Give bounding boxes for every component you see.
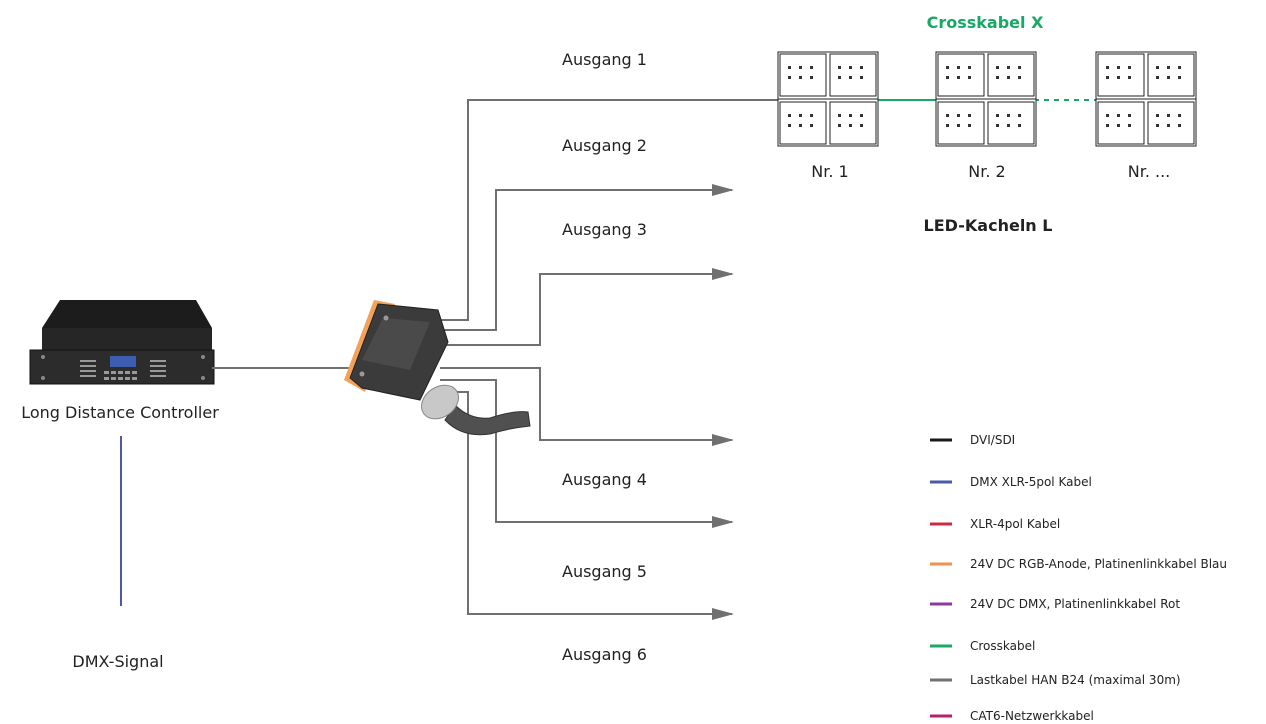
tiles-group-label: LED-Kacheln L: [924, 216, 1053, 235]
led-panel: [987, 101, 1035, 145]
led-tiles-group: [777, 51, 1197, 147]
legend: DVI/SDI DMX XLR-5pol Kabel XLR-4pol Kabe…: [930, 433, 1227, 723]
output-label: Ausgang 3: [562, 220, 647, 239]
output-4-cable: [440, 367, 734, 446]
led-panel: [829, 53, 877, 97]
led-panel: [1097, 101, 1145, 145]
led-tile: [777, 51, 879, 147]
output-label: Ausgang 6: [562, 645, 647, 664]
led-panel: [1097, 53, 1145, 97]
controller-label: Long Distance Controller: [21, 403, 219, 422]
legend-label: XLR-4pol Kabel: [970, 517, 1060, 531]
led-panel: [1147, 101, 1195, 145]
legend-label: Lastkabel HAN B24 (maximal 30m): [970, 673, 1181, 687]
tile-label: Nr. 1: [811, 162, 848, 181]
display-icon: [110, 356, 136, 367]
output-label: Ausgang 4: [562, 470, 647, 489]
crosskabel-label: Crosskabel X: [927, 13, 1044, 32]
legend-label: CAT6-Netzwerkkabel: [970, 709, 1094, 723]
tile-label: Nr. 2: [968, 162, 1005, 181]
legend-label: DMX XLR-5pol Kabel: [970, 475, 1092, 489]
output-3-cable: [440, 268, 734, 346]
led-panel: [987, 53, 1035, 97]
long-distance-controller: [29, 300, 215, 385]
led-panel: [937, 53, 985, 97]
output-label: Ausgang 5: [562, 562, 647, 581]
led-panel: [937, 101, 985, 145]
output-2-cable: [440, 184, 734, 331]
legend-label: 24V DC DMX, Platinenlinkkabel Rot: [970, 597, 1180, 611]
legend-label: 24V DC RGB-Anode, Platinenlinkkabel Blau: [970, 557, 1227, 571]
led-tile: [1095, 51, 1197, 147]
led-panel: [779, 101, 827, 145]
led-panel: [779, 53, 827, 97]
legend-label: DVI/SDI: [970, 433, 1015, 447]
output-5-cable: [440, 379, 734, 528]
led-panel: [1147, 53, 1195, 97]
output-label: Ausgang 2: [562, 136, 647, 155]
han-connector: [344, 300, 531, 436]
dmx-signal-label: DMX-Signal: [72, 652, 163, 671]
output-1-cable: [440, 99, 778, 321]
led-panel: [829, 101, 877, 145]
legend-label: Crosskabel: [970, 639, 1035, 653]
led-tile: [935, 51, 1037, 147]
output-label: Ausgang 1: [562, 50, 647, 69]
tile-label: Nr. ...: [1128, 162, 1171, 181]
